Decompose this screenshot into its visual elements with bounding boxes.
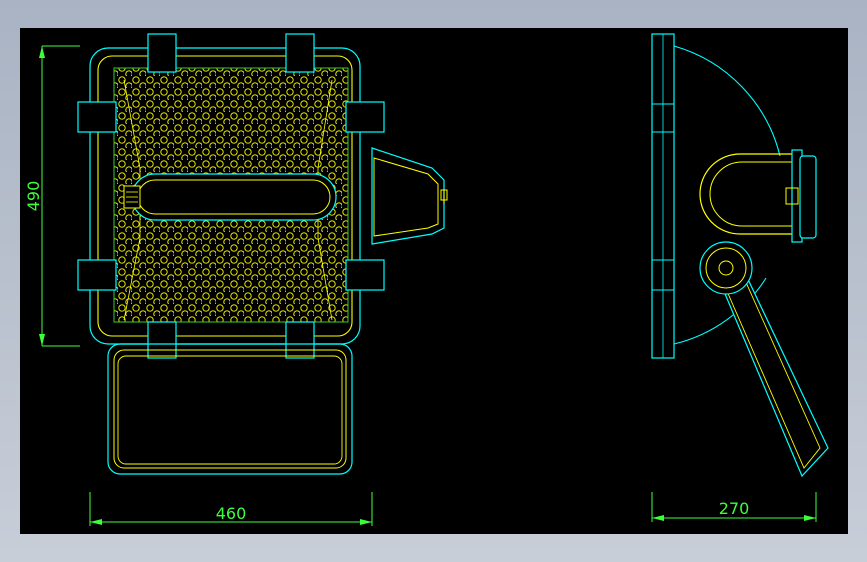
dimension-depth: 270 [651,492,817,522]
mounting-bracket-outer [107,343,353,475]
side-view [651,33,829,478]
cad-viewport[interactable]: 490 460 [20,28,848,534]
clamp-top-right [285,33,315,73]
front-view [77,33,448,475]
housing-inner [97,55,353,337]
dimension-height: 490 [24,45,80,347]
cad-drawing: 490 460 [24,33,829,526]
pivot-outer [699,241,753,295]
dimension-width-label: 460 [216,504,247,523]
clamp-right-top [345,101,385,133]
reflector-dome-lower [673,277,767,345]
clamp-bottom-right [285,321,315,359]
clamp-right-bottom [345,259,385,291]
pivot-bolt [718,260,734,276]
dimension-width: 460 [89,492,373,526]
clamp-top-left [147,33,177,73]
clamp-left-top [77,101,117,133]
connector-box [371,147,445,245]
dimension-height-label: 490 [24,181,43,212]
dimension-depth-label: 270 [719,499,750,518]
reflector-dome-upper [673,45,781,157]
clamp-left-bottom [77,259,117,291]
lamp-tube-outer [131,173,337,221]
clamp-bottom-left [147,321,177,359]
lamp-housing-side [699,153,800,235]
